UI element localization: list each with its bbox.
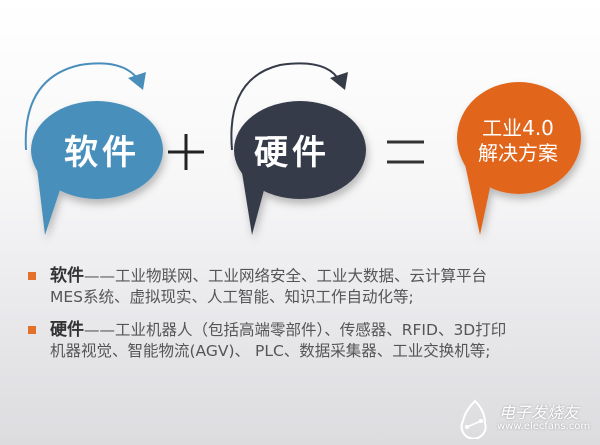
watermark-url: www.elecfans.com	[497, 421, 591, 432]
dash: ——	[84, 321, 115, 339]
dash: ——	[84, 267, 115, 285]
line1: 工业物联网、工业网络安全、工业大数据、云计算平台	[115, 267, 488, 285]
line2: 机器视觉、智能物流(AGV)、 PLC、数据采集器、工业交换机等;	[50, 342, 491, 360]
line2: MES系统、虚拟现实、人工智能、知识工作自动化等;	[50, 288, 414, 306]
software-bubble	[24, 62, 163, 235]
watermark-name: 电子发烧友	[499, 403, 580, 422]
line1: 工业机器人（包括高端零部件）、传感器、RFID、3D打印	[115, 321, 507, 339]
equals-icon	[387, 140, 424, 164]
solution-bubble	[457, 82, 581, 235]
list-item-software: 软件——工业物联网、工业网络安全、工业大数据、云计算平台 MES系统、虚拟现实、…	[28, 266, 588, 308]
watermark: 电子发烧友 www.elecfans.com	[455, 397, 595, 441]
bullet-icon	[28, 326, 36, 334]
solution-label: 工业4.0 解决方案	[456, 116, 580, 166]
arrow-icon	[128, 72, 146, 90]
bullet-icon	[28, 272, 36, 280]
hardware-bubble	[230, 62, 366, 235]
keyword: 软件	[50, 266, 84, 286]
description-list: 软件——工业物联网、工业网络安全、工业大数据、云计算平台 MES系统、虚拟现实、…	[28, 266, 588, 374]
plus-icon	[168, 134, 204, 170]
list-item-hardware: 硬件——工业机器人（包括高端零部件）、传感器、RFID、3D打印 机器视觉、智能…	[28, 320, 588, 362]
elecfans-logo-icon	[460, 399, 487, 439]
software-label: 软件	[64, 133, 140, 173]
solution-line2: 解决方案	[478, 141, 558, 165]
hardware-label: 硬件	[254, 133, 330, 173]
solution-line1: 工业4.0	[482, 116, 554, 140]
arrow-icon	[330, 72, 348, 90]
keyword: 硬件	[50, 320, 84, 340]
